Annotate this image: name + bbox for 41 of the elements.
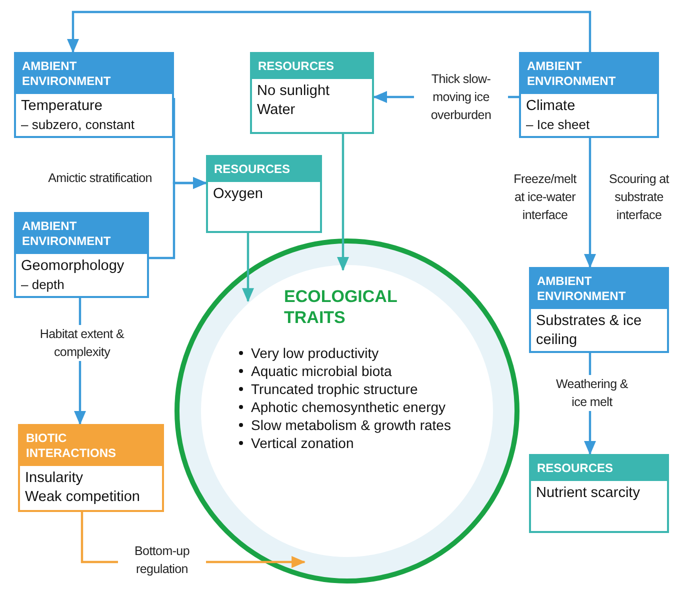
category-box [14, 52, 174, 138]
category-heading: RESOURCES [257, 58, 336, 75]
arrow [337, 134, 349, 272]
trait-item: Truncated trophic structure [251, 380, 418, 398]
box-text: Climate [526, 97, 576, 116]
box-text: Water [257, 101, 296, 120]
box-text: Substrates & ice ceiling [536, 312, 643, 350]
trait-item: Aquatic microbial biota [251, 362, 392, 380]
trait-item: Very low productivity [251, 344, 379, 362]
arrow [67, 10, 592, 53]
box-text: No sunlight [257, 82, 331, 101]
trait-item: Slow metabolism & growth rates [251, 416, 451, 434]
category-heading: RESOURCES [213, 161, 292, 178]
category-box [18, 424, 164, 512]
category-box [519, 52, 659, 138]
category-box [206, 155, 322, 233]
box-text: Nutrient scarcity [536, 484, 641, 503]
trait-item: Aphotic chemosynthetic energy [251, 398, 446, 416]
category-heading: BIOTIC INTERACTIONS [25, 430, 117, 462]
category-heading: AMBIENT ENVIRONMENT [536, 273, 627, 305]
box-text: – subzero, constant [21, 116, 136, 133]
category-heading: AMBIENT ENVIRONMENT [21, 58, 112, 90]
box-text: Insularity [25, 469, 84, 488]
category-box [14, 212, 149, 298]
category-heading: AMBIENT ENVIRONMENT [21, 218, 112, 250]
box-text: Weak competition [25, 488, 141, 507]
box-text: Geomorphology [21, 257, 126, 276]
arrow [242, 233, 254, 302]
arrow [584, 138, 596, 268]
arrow [149, 177, 207, 260]
category-box [529, 267, 669, 353]
category-box [529, 454, 669, 533]
category-heading: AMBIENT ENVIRONMENT [526, 58, 617, 90]
box-text: – Ice sheet [526, 116, 591, 133]
box-text: Oxygen [213, 185, 264, 204]
category-box [250, 52, 374, 134]
traits-heading: ECOLOGICAL TRAITS [284, 286, 398, 328]
category-heading: RESOURCES [536, 460, 614, 477]
box-text: – depth [21, 276, 66, 293]
trait-item: Vertical zonation [251, 434, 354, 452]
box-text: Temperature [21, 97, 104, 116]
